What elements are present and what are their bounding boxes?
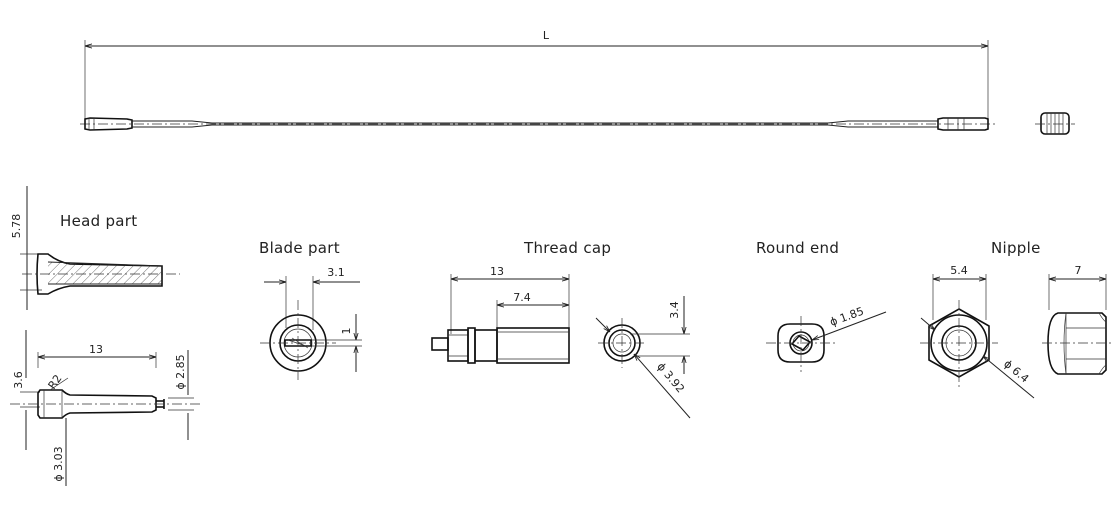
nipple-small-icon (1035, 112, 1075, 135)
dim-head-length: 13 (89, 343, 103, 356)
dim-head-radius: R2 (46, 372, 65, 391)
dim-cap-offset: 3.4 (668, 301, 681, 319)
dim-nipple-length: 7 (1075, 264, 1082, 277)
dim-head-tip-dia: ϕ 2.85 (174, 354, 187, 389)
dim-head-shoulder: 3.6 (12, 371, 25, 389)
round-end-view: Round end ϕ 1.85 (756, 239, 887, 372)
blade-part-view: Blade part 3.1 1 (259, 239, 362, 380)
thread-cap-title: Thread cap (523, 239, 611, 257)
head-part-view: Head part 5.78 13 3.6 R2 (10, 186, 200, 486)
dim-nipple-dia: ϕ 6.4 (1001, 357, 1031, 385)
dim-overall-length: L (543, 29, 550, 42)
dim-nipple-flats: 5.4 (950, 264, 968, 277)
dim-cap-thread: 7.4 (513, 291, 531, 304)
nipple-view: Nipple 5.4 ϕ 6.4 7 (920, 239, 1112, 399)
dim-round-dia: ϕ 1.85 (828, 305, 866, 329)
head-part-title: Head part (60, 212, 137, 230)
blade-part-title: Blade part (259, 239, 340, 257)
dim-blade-slot: 1 (340, 328, 353, 335)
round-end-title: Round end (756, 239, 839, 257)
dim-cap-dia: ϕ 3.92 (654, 360, 687, 395)
spoke-overview: L (80, 29, 1075, 135)
dim-head-body-dia: ϕ 3.03 (52, 446, 65, 481)
dim-blade-width: 3.1 (327, 266, 345, 279)
thread-cap-view: Thread cap 13 7.4 3.4 ϕ 3.92 (431, 239, 691, 419)
dim-head-height: 5.78 (10, 214, 23, 239)
nipple-title: Nipple (991, 239, 1041, 257)
dim-cap-total: 13 (490, 265, 504, 278)
